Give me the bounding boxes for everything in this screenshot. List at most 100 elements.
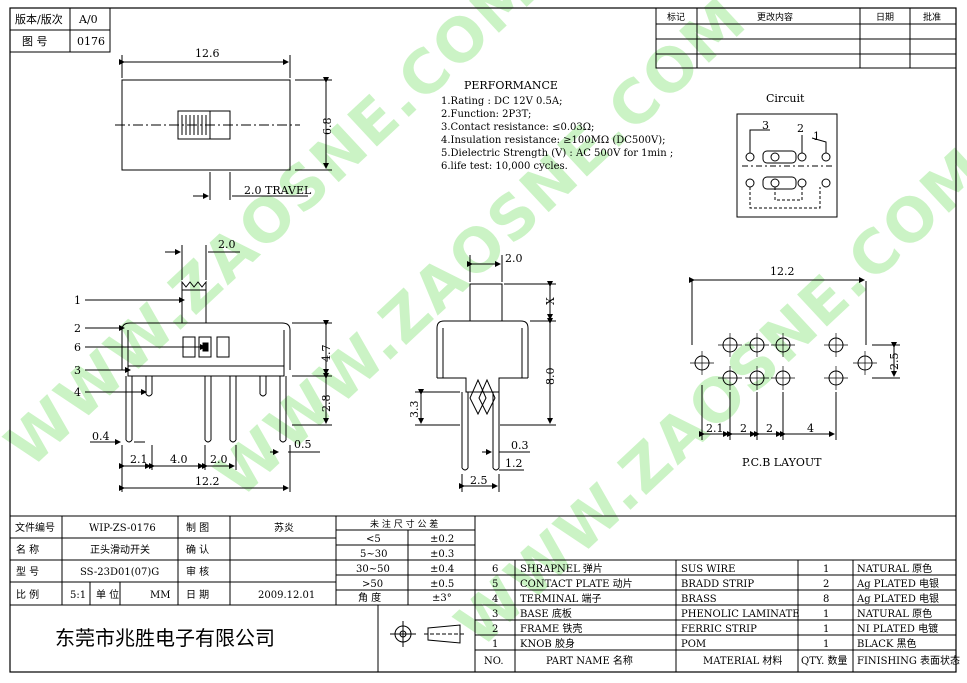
bom-no-6: 6 (492, 564, 498, 575)
pcb-height-dim: 2.5 (888, 353, 901, 371)
bom-qty-1: 1 (823, 639, 829, 650)
sheet-border (9, 7, 957, 673)
front-dim-40: 4.0 (170, 453, 188, 466)
revision-table (655, 7, 957, 69)
model-no: SS-23D01(07)G (80, 567, 159, 578)
tol-range-5: 角 度 (358, 591, 381, 604)
bom-part-6: SHRAPNEL 弹片 (520, 562, 603, 575)
tol-value-1: ±0.2 (430, 534, 454, 545)
bom-fin-5: Ag PLATED 电银 (856, 577, 939, 590)
confirm-label: 确 认 (186, 543, 209, 556)
side-dim-33: 3.3 (408, 401, 421, 419)
bom-fin-6: NATURAL 原色 (857, 562, 932, 575)
rev-content: 更改内容 (757, 11, 793, 23)
file-no: WIP-ZS-0176 (89, 523, 156, 534)
bom-qty-2: 1 (823, 624, 829, 635)
front-dim-47: 4.7 (320, 345, 333, 363)
bom-part-3: BASE 底板 (520, 607, 572, 620)
drawn-label: 制 图 (186, 521, 209, 534)
bom-fin-2: NI PLATED 电镀 (857, 622, 938, 635)
unit-value: MM (150, 590, 170, 601)
front-dim-05: 0.5 (294, 438, 312, 451)
pcb-caption: P.C.B LAYOUT (742, 456, 822, 469)
drawing-no-label: 图 号 (22, 35, 48, 48)
title-block-grid (10, 515, 956, 672)
bom-no-4: 4 (492, 594, 498, 605)
front-dim-04: 0.4 (92, 430, 110, 443)
bom-mat-2: FERRIC STRIP (681, 624, 757, 635)
bom-mat-6: SUS WIRE (681, 564, 735, 575)
performance-title: PERFORMANCE (464, 79, 558, 92)
rev-approve: 批准 (923, 11, 941, 23)
circuit-title: Circuit (766, 92, 805, 105)
top-view (115, 55, 332, 200)
file-no-label: 文件编号 (15, 521, 55, 534)
bom-no-3: 3 (492, 609, 498, 620)
bom-mat-4: BRASS (681, 594, 717, 605)
side-view (415, 255, 556, 492)
front-dim-28: 2.8 (320, 395, 333, 413)
bom-part-4: TERMINAL 端子 (520, 592, 601, 605)
drawn-by: 苏炎 (274, 521, 294, 534)
front-view (85, 245, 332, 492)
perf-item-1: 1.Rating : DC 12V 0.5A; (441, 96, 563, 107)
bom-part-2: FRAME 铁壳 (520, 622, 582, 635)
projection-symbol (390, 621, 464, 647)
bom-part-5: CONTACT PLATE 动片 (520, 577, 633, 590)
model-label: 型 号 (16, 565, 39, 578)
pcb-pitch-4: 4 (807, 422, 814, 435)
rev-mark: 标记 (667, 11, 685, 23)
bom-header-no: NO. (484, 656, 504, 667)
bom-mat-5: BRADD STRIP (681, 579, 754, 590)
perf-item-5: 5.Dielectric Strength (V) : AC 500V for … (441, 148, 673, 159)
pcb-layout (689, 277, 900, 440)
callout-6: 6 (74, 341, 81, 354)
travel-dim: 2.0 TRAVEL (244, 184, 312, 197)
side-dim-12: 1.2 (505, 457, 523, 470)
bom-fin-1: BLACK 黑色 (857, 637, 917, 650)
callout-1: 1 (74, 294, 81, 307)
tol-value-5: ±3° (432, 593, 452, 604)
perf-item-2: 2.Function: 2P3T; (441, 109, 531, 120)
circuit-label-1: 1 (813, 130, 820, 143)
side-dim-top: 2.0 (505, 252, 523, 265)
callout-2: 2 (74, 322, 81, 335)
pcb-width-dim: 12.2 (770, 265, 795, 278)
perf-item-6: 6.life test: 10,000 cycles. (441, 161, 568, 172)
date-label: 日 期 (186, 589, 209, 601)
name-label: 名 称 (16, 543, 39, 556)
tol-value-4: ±0.5 (430, 579, 454, 590)
bom-rows: 6 SHRAPNEL 弹片 SUS WIRE 1 NATURAL 原色 5 CO… (492, 562, 939, 650)
bom-fin-4: Ag PLATED 电银 (856, 592, 939, 605)
tol-value-3: ±0.4 (430, 564, 454, 575)
date-value: 2009.12.01 (258, 590, 315, 601)
side-dim-x: X (544, 297, 557, 305)
bom-part-1: KNOB 胶身 (520, 637, 575, 650)
tolerance-title: 未 注 尺 寸 公 差 (370, 518, 438, 530)
tol-range-1: <5 (366, 534, 381, 545)
rev-date: 日期 (876, 12, 894, 23)
top-height-dim: 6.8 (321, 118, 334, 136)
front-dim-21: 2.1 (130, 453, 148, 466)
tol-range-2: 5~30 (360, 549, 387, 560)
performance-block: PERFORMANCE 1.Rating : DC 12V 0.5A; 2.Fu… (441, 79, 673, 172)
pcb-pitch-3: 2 (766, 422, 773, 435)
tol-range-3: 30~50 (356, 564, 390, 575)
circuit-label-3: 3 (762, 119, 769, 132)
bom-qty-6: 1 (823, 564, 829, 575)
bom-header: NO. PART NAME 名称 MATERIAL 材料 QTY. 数量 FIN… (484, 654, 960, 667)
callout-4: 4 (74, 386, 81, 399)
part-name: 正头滑动开关 (90, 543, 150, 556)
company-name: 东莞市兆胜电子有限公司 (55, 626, 275, 650)
front-dim-122: 12.2 (195, 475, 220, 488)
tol-range-4: >50 (362, 579, 383, 590)
circuit-label-2: 2 (797, 122, 804, 135)
side-dim-80: 8.0 (544, 368, 557, 386)
version-box (9, 7, 111, 53)
side-dim-25: 2.5 (470, 474, 488, 487)
front-dim-20: 2.0 (210, 453, 228, 466)
front-dim-top: 2.0 (218, 238, 236, 251)
version-value: A/0 (78, 13, 98, 26)
drawing-no-value: 0176 (77, 35, 105, 48)
